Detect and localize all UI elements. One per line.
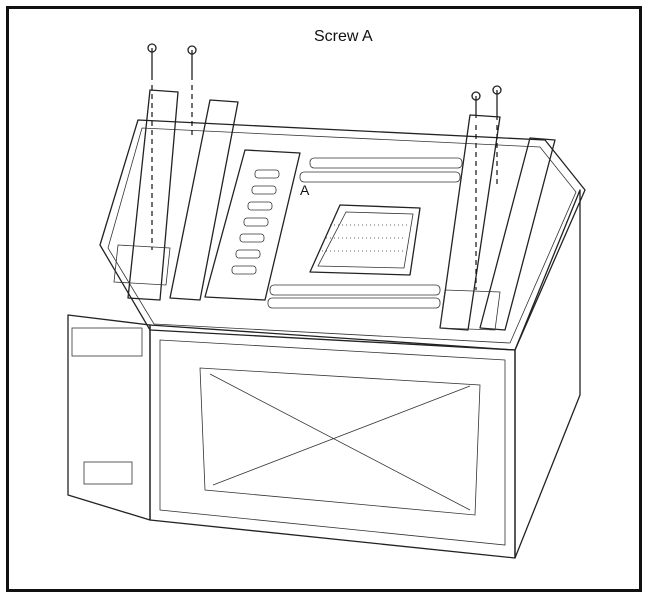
screw-a-label: Screw A [314, 28, 373, 45]
screw-a-icon [187, 45, 197, 80]
left-mounting-plate [113, 89, 239, 301]
screw-a-icon [147, 43, 157, 80]
top-vent-slots [267, 157, 463, 309]
panel-mark-a: A [300, 182, 310, 198]
right-mounting-plate [439, 114, 556, 331]
microwave-body [67, 189, 581, 559]
door-window [199, 367, 481, 516]
screw-a-icon [492, 85, 502, 120]
screw-guide-lines [151, 85, 498, 290]
control-panel [71, 327, 143, 485]
screw-a-icon [471, 91, 481, 118]
left-vent-panel [204, 149, 301, 301]
center-mesh-panel [309, 204, 421, 276]
